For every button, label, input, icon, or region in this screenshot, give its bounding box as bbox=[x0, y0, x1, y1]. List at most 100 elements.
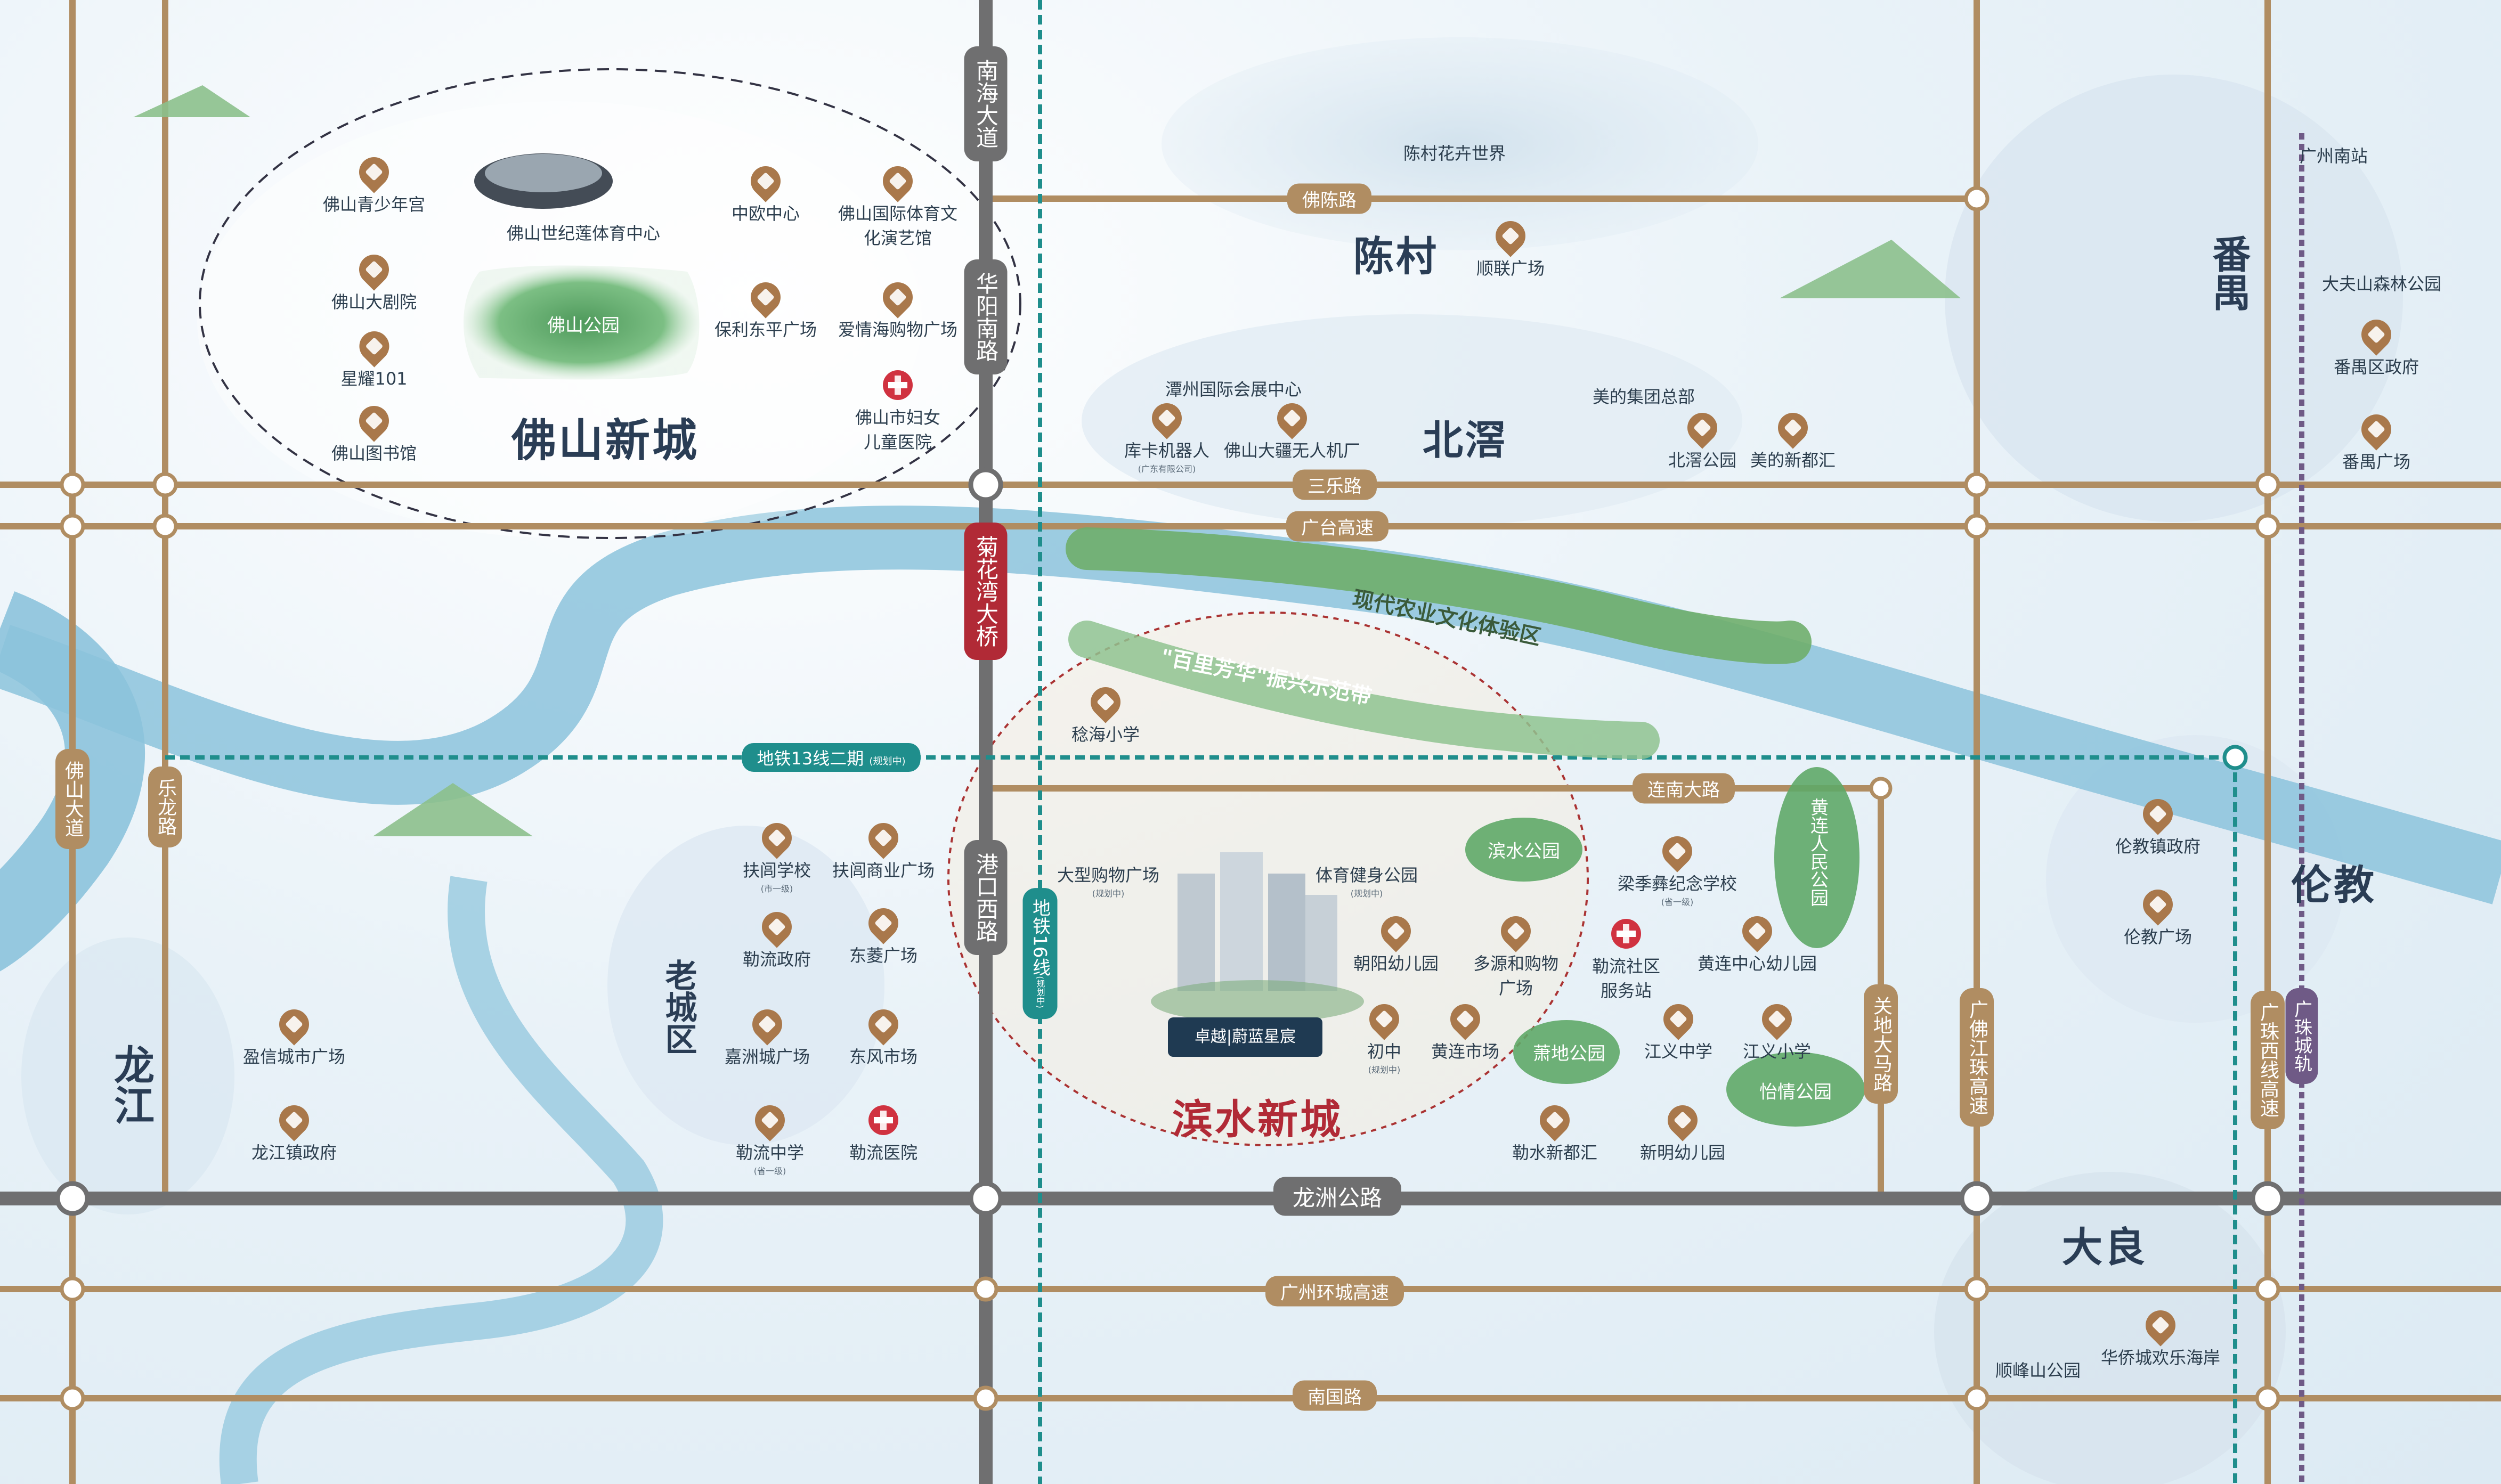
park-xiaodi[interactable]: 萧地公园 bbox=[1533, 1043, 1605, 1065]
poi-meidi-xindu[interactable]: 美的新都汇 bbox=[1750, 406, 1836, 471]
road-juhuawan-daqiao[interactable]: 菊花湾大桥 bbox=[964, 523, 1008, 660]
poi-dajuyuan[interactable]: 佛山大剧院 bbox=[331, 248, 417, 313]
road-guangzhou-huancheng[interactable]: 广州环城高速 bbox=[1265, 1276, 1404, 1307]
poi-wenhai[interactable]: 稔海小学 bbox=[1071, 681, 1140, 746]
poi-leliu-middle[interactable]: 勒流中学(省一级) bbox=[736, 1099, 804, 1177]
poi-zhongou[interactable]: 中欧中心 bbox=[732, 160, 800, 225]
location-pin-icon bbox=[744, 276, 787, 319]
poi-lunjiao-plaza[interactable]: 伦教广场 bbox=[2123, 883, 2193, 948]
road-huayang-nanlu[interactable]: 华阳南路 bbox=[964, 259, 1008, 374]
road-guangzhu-chenggui[interactable]: 广珠城轨 bbox=[2285, 988, 2318, 1084]
poi-shunfeng[interactable]: 顺峰山公园 bbox=[1995, 1353, 2081, 1382]
poi-leliu-service[interactable]: 勒流社区服务站 bbox=[1586, 919, 1666, 1002]
road-fochen-lu[interactable]: 佛陈路 bbox=[1287, 183, 1371, 214]
poi-liangji[interactable]: 梁季彝纪念学校(省一级) bbox=[1618, 830, 1737, 908]
project-brand-badge[interactable]: 卓越|蔚蓝星宸 bbox=[1168, 1017, 1322, 1057]
poi-label: 多源和购物广场 bbox=[1473, 953, 1558, 998]
poi-dajiang[interactable]: 佛山大疆无人机厂 bbox=[1224, 397, 1360, 462]
poi-aiqinghai[interactable]: 爱情海购物广场 bbox=[838, 276, 957, 341]
park-yiqing[interactable]: 怡情公园 bbox=[1759, 1081, 1832, 1103]
road-liannan-dalu[interactable]: 连南大路 bbox=[1633, 773, 1735, 804]
poi-lunjiao-gov[interactable]: 伦教镇政府 bbox=[2115, 793, 2201, 858]
poi-duoyuan[interactable]: 多源和购物广场 bbox=[1468, 910, 1564, 999]
poi-jiangyi-primary[interactable]: 江义小学 bbox=[1743, 998, 1811, 1063]
poi-label: 勒流社区服务站 bbox=[1591, 956, 1660, 1001]
poi-huaqiao[interactable]: 华侨城欢乐海岸 bbox=[2101, 1304, 2220, 1369]
poi-sublabel: (规划中) bbox=[1350, 888, 1383, 899]
poi-tiyu-center[interactable]: 佛山世纪莲体育中心 bbox=[507, 216, 660, 244]
poi-dafushan[interactable]: 大夫山森林公园 bbox=[2322, 266, 2441, 295]
road-gangkou-xilu[interactable]: 港口西路 bbox=[964, 840, 1008, 955]
poi-sublabel: (省一级) bbox=[753, 1166, 786, 1176]
district-daliang: 大良 bbox=[2062, 1224, 2147, 1271]
poi-panyu-gov[interactable]: 番禺区政府 bbox=[2334, 313, 2419, 378]
school-icon bbox=[1363, 998, 1406, 1040]
park-foshan[interactable]: 佛山公园 bbox=[547, 315, 620, 337]
metro13-label: 地铁13线二期 bbox=[757, 748, 864, 769]
poi-big-mall[interactable]: 大型购物广场(规划中) bbox=[1057, 858, 1159, 899]
poi-dongfeng[interactable]: 东风市场 bbox=[849, 1003, 917, 1068]
poi-label: 朝阳幼儿园 bbox=[1353, 953, 1439, 974]
poi-leliu-hospital[interactable]: 勒流医院 bbox=[849, 1105, 917, 1164]
road-guangfo-jiangzhu[interactable]: 广佛江珠高速 bbox=[1960, 988, 1994, 1127]
poi-huahui[interactable]: 陈村花卉世界 bbox=[1403, 136, 1506, 165]
poi-huanglian-market[interactable]: 黄连市场 bbox=[1431, 998, 1499, 1063]
road-guangtai-gaosu[interactable]: 广台高速 bbox=[1286, 511, 1388, 542]
poi-label: 东菱广场 bbox=[849, 945, 918, 966]
poi-fuyou[interactable]: 佛山市妇女儿童医院 bbox=[847, 370, 948, 453]
road-guandi-dama-lu[interactable]: 关地大马路 bbox=[1864, 984, 1898, 1104]
poi-xinming-kg[interactable]: 新明幼儿园 bbox=[1640, 1099, 1725, 1164]
poi-jiangyi-middle[interactable]: 江义中学 bbox=[1644, 998, 1713, 1063]
road-metro13[interactable]: 地铁13线二期 (规划中) bbox=[742, 743, 921, 772]
baili-band bbox=[1068, 621, 1660, 759]
poi-panyu-plaza[interactable]: 番禺广场 bbox=[2342, 408, 2410, 473]
road-longzhou-gonglu[interactable]: 龙洲公路 bbox=[1273, 1177, 1402, 1216]
metro13-terminal bbox=[2222, 745, 2248, 770]
poi-leliu-xindu[interactable]: 勒水新都汇 bbox=[1512, 1099, 1597, 1164]
poi-dongling[interactable]: 东菱广场 bbox=[849, 902, 918, 967]
park-binshui[interactable]: 滨水公园 bbox=[1488, 841, 1560, 862]
road-nanguo-lu[interactable]: 南国路 bbox=[1293, 1380, 1377, 1411]
poi-shunlian[interactable]: 顺联广场 bbox=[1476, 215, 1545, 280]
school-icon bbox=[1657, 998, 1700, 1040]
poi-tushuguan[interactable]: 佛山图书馆 bbox=[331, 399, 417, 464]
poi-yingxin[interactable]: 盈信城市广场 bbox=[243, 1003, 345, 1068]
road-foshan-dadao[interactable]: 佛山大道 bbox=[55, 749, 90, 849]
poi-baoli[interactable]: 保利东平广场 bbox=[714, 276, 817, 341]
location-pin-icon bbox=[273, 1003, 315, 1046]
poi-sports-park[interactable]: 体育健身公园(规划中) bbox=[1316, 858, 1418, 899]
poi-xingyao[interactable]: 星耀101 bbox=[340, 325, 408, 390]
poi-huanglian-kg[interactable]: 黄连中心幼儿园 bbox=[1698, 910, 1817, 975]
poi-gz-south[interactable]: 广州南站 bbox=[2300, 138, 2368, 167]
district-foshan-xincheng: 佛山新城 bbox=[511, 414, 700, 467]
poi-longjiang-gov[interactable]: 龙江镇政府 bbox=[251, 1099, 337, 1164]
location-pin-icon bbox=[1489, 215, 1532, 257]
poi-fujian-commerce[interactable]: 扶闾商业广场 bbox=[832, 817, 935, 882]
road-metro16[interactable]: 地铁16线(规划中) bbox=[1022, 888, 1058, 1019]
poi-meidi-hq[interactable]: 美的集团总部 bbox=[1593, 379, 1695, 408]
road-sanle-lu[interactable]: 三乐路 bbox=[1293, 469, 1377, 500]
poi-kuka[interactable]: 库卡机器人(广东有限公司) bbox=[1124, 397, 1209, 475]
poi-beijiao-park[interactable]: 北滘公园 bbox=[1668, 406, 1736, 471]
roads-horizontal bbox=[0, 195, 2501, 1401]
park-huanglian[interactable]: 黄连人民公园 bbox=[1807, 798, 1829, 907]
poi-yanyi[interactable]: 佛山国际体育文化演艺馆 bbox=[837, 160, 959, 249]
poi-label: 佛山国际体育文化演艺馆 bbox=[838, 203, 957, 248]
poi-label: 江义中学 bbox=[1644, 1041, 1713, 1062]
poi-jiazhou[interactable]: 嘉洲城广场 bbox=[725, 1003, 810, 1068]
poi-label: 伦教镇政府 bbox=[2115, 836, 2201, 857]
poi-tanzhou[interactable]: 潭州国际会展中心 bbox=[1165, 372, 1302, 401]
junctions-main bbox=[55, 467, 2285, 1216]
road-nanhai-dadao[interactable]: 南海大道 bbox=[964, 46, 1008, 161]
poi-chuzhong[interactable]: 初中(规划中) bbox=[1363, 998, 1406, 1075]
poi-label: 伦教广场 bbox=[2123, 927, 2193, 947]
poi-chaoyang-kg[interactable]: 朝阳幼儿园 bbox=[1353, 910, 1439, 975]
poi-fujian-school[interactable]: 扶闾学校(市一级) bbox=[743, 817, 811, 894]
school-icon bbox=[1756, 998, 1798, 1040]
road-lelong-lu[interactable]: 乐龙路 bbox=[148, 767, 182, 847]
poi-qingshaonian[interactable]: 佛山青少年宫 bbox=[323, 151, 425, 216]
location-pin-icon bbox=[353, 399, 395, 442]
road-guangzhu-xixian[interactable]: 广珠西线高速 bbox=[2251, 991, 2285, 1129]
poi-leliu-gov[interactable]: 勒流政府 bbox=[743, 906, 811, 971]
